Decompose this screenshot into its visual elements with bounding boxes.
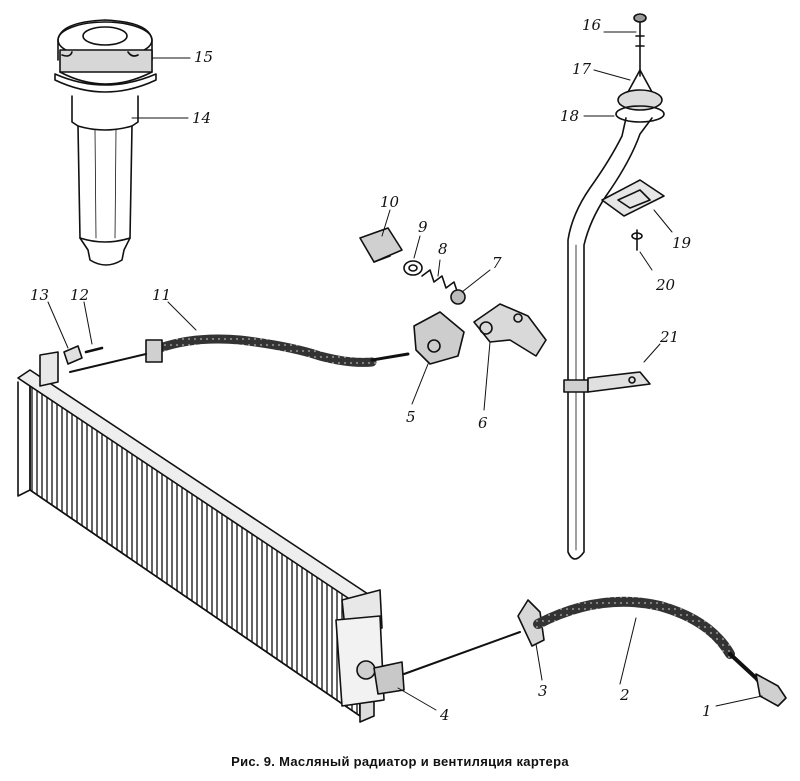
callout-18: 18 [560,107,579,125]
valve-body-5 [413,311,465,365]
callout-13: 13 [30,286,49,304]
tee-fitting-6 [473,303,547,357]
bolt-12 [84,346,104,354]
spring-8 [421,269,459,295]
callout-7: 7 [492,254,502,272]
filter-cap-15 [54,19,157,93]
callout-16: 16 [582,16,602,34]
callout-3: 3 [538,682,548,700]
callout-9: 9 [418,218,428,236]
callout-2: 2 [619,686,630,704]
fitting-10 [359,227,403,263]
callout-19: 19 [672,234,692,252]
callout-15: 15 [194,48,213,66]
fitting-1 [755,673,787,707]
callout-20: 20 [655,276,676,294]
ball-7 [450,289,466,305]
callout-11: 11 [152,286,171,304]
oil-radiator-core [17,351,385,723]
callout-12: 12 [70,286,89,304]
callout-17: 17 [572,60,592,78]
bracket-13 [63,345,83,365]
hose-11 [69,334,410,373]
callout-5: 5 [406,408,416,426]
callout-6: 6 [478,414,488,432]
connector-4 [373,631,521,695]
callout-1: 1 [702,702,712,720]
callout-10: 10 [380,193,400,211]
screw-20 [631,229,643,251]
washer-9 [403,260,423,276]
gasket-19 [601,179,665,217]
callout-8: 8 [438,240,448,258]
callout-21: 21 [659,328,679,346]
callout-4: 4 [439,706,450,724]
filter-tube-14 [71,95,139,266]
hose-2 [533,596,766,690]
callout-14: 14 [192,109,211,127]
dipstick-16 [633,13,647,77]
dipstick-tube [563,69,665,560]
callout-labels: 15 14 16 17 18 19 20 21 10 9 8 7 5 6 11 … [30,16,712,724]
figure-caption: Рис. 9. Масляный радиатор и вентиляция к… [231,754,569,769]
leader-lines [47,31,763,711]
